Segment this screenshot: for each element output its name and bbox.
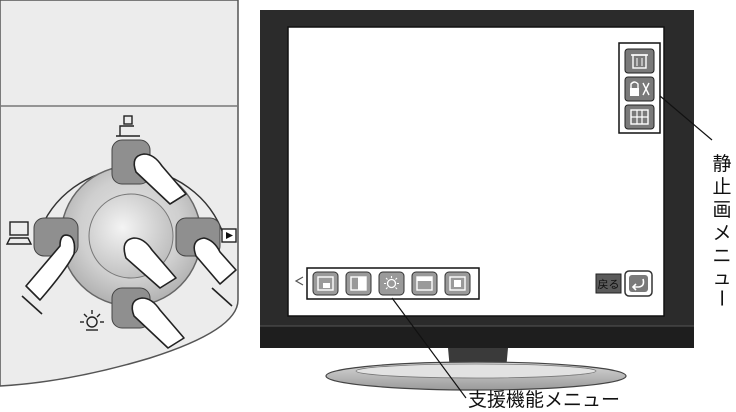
still-menu-char-5: ニ	[712, 245, 731, 267]
support-menu-label: 支援機能メニュー	[468, 389, 620, 411]
hand-pointer-right	[193, 237, 237, 307]
hand-pointer-left	[21, 234, 76, 315]
back-label: 戻る	[598, 278, 620, 291]
still-menu-char-6: ュ	[712, 267, 731, 289]
trash-icon[interactable]	[624, 48, 655, 74]
still-menu-char-1: 静	[712, 153, 731, 175]
still-menu-leader	[659, 95, 713, 141]
hand-pointer-center	[123, 237, 177, 289]
hand-pointer-down	[131, 297, 185, 349]
play-icon	[221, 228, 237, 243]
still-menu-char-4: メ	[712, 222, 731, 244]
support-menu-leader	[391, 297, 467, 399]
return-icon[interactable]	[624, 270, 653, 297]
brightness-icon	[80, 310, 104, 331]
still-menu-label: 静 止 画 メ ニ ュ ー	[710, 153, 732, 308]
support-function-menu	[294, 267, 480, 300]
freeze-icon[interactable]	[444, 271, 471, 296]
grid-icon[interactable]	[624, 104, 655, 130]
back-button[interactable]: 戻る	[595, 270, 653, 297]
split-icon[interactable]	[345, 271, 372, 296]
control-panel	[0, 0, 239, 387]
monitor-bottom-band	[260, 326, 694, 348]
mask-icon[interactable]	[411, 271, 438, 296]
still-menu-char-3: 画	[712, 199, 731, 221]
camera-icon	[116, 115, 140, 137]
menu-arrow-left-icon[interactable]	[294, 276, 304, 286]
still-image-menu	[618, 42, 661, 134]
hand-pointer-up	[133, 153, 187, 205]
pip-icon[interactable]	[312, 271, 339, 296]
protect-icon[interactable]	[624, 76, 655, 102]
computer-icon	[5, 221, 33, 245]
still-menu-char-7: ー	[710, 288, 732, 307]
spotlight-icon[interactable]	[378, 271, 405, 296]
still-menu-char-2: 止	[712, 176, 731, 198]
